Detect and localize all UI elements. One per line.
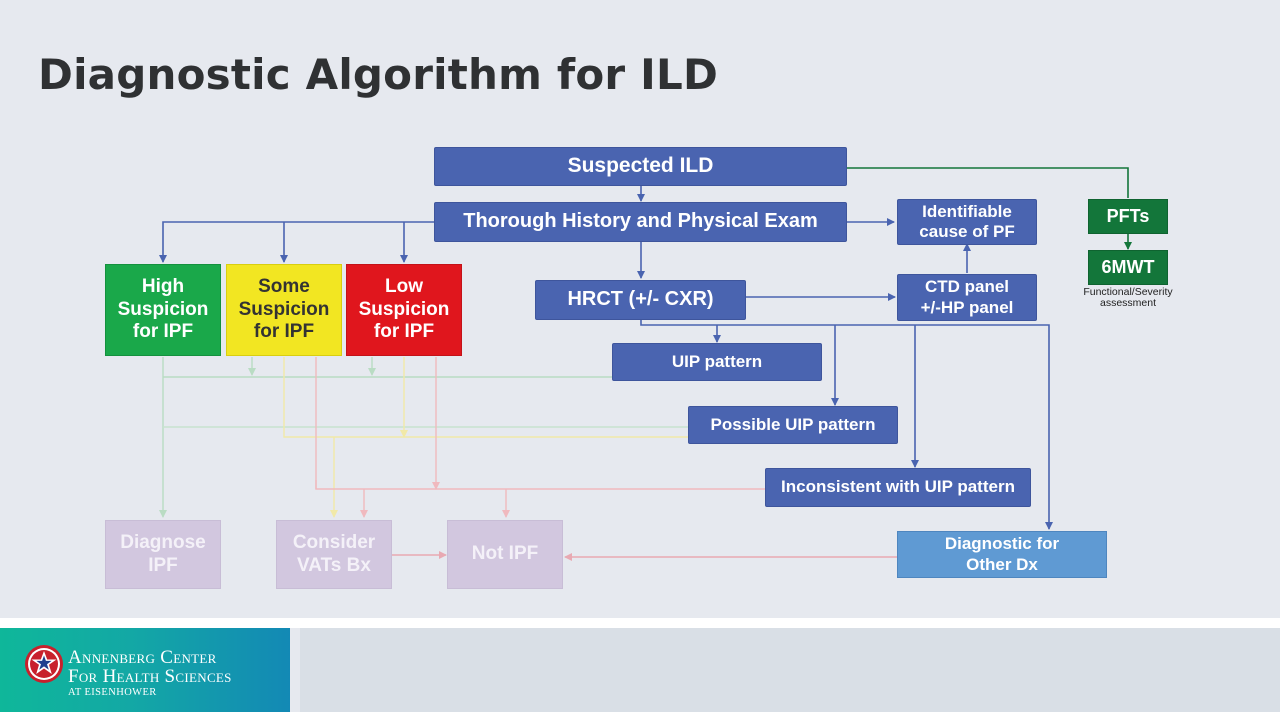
consider-vats-line1: Consider — [292, 532, 376, 554]
node-history-exam: Thorough History and Physical Exam — [434, 202, 847, 242]
node-hrct-label: HRCT (+/- CXR) — [567, 288, 714, 311]
diagnose-ipf-line1: Diagnose — [120, 532, 206, 554]
low-suspicion-line1: Low — [384, 276, 423, 298]
node-suspected-ild-label: Suspected ILD — [567, 154, 714, 178]
node-suspected-ild: Suspected ILD — [434, 147, 847, 186]
logo-text: Annenberg Center For Health Sciences at … — [68, 648, 232, 699]
high-suspicion-line1: High — [141, 276, 185, 298]
ctd-panel-line2: +/-HP panel — [920, 297, 1014, 317]
functional-note-line1: Functional/Severity — [1083, 286, 1173, 298]
node-inconsistent-uip: Inconsistent with UIP pattern — [765, 468, 1031, 507]
ctd-panel-line1: CTD panel — [924, 277, 1010, 297]
node-ctd-panel: CTD panel+/-HP panel — [897, 274, 1037, 321]
diagnostic-other-line2: Other Dx — [966, 554, 1038, 574]
slide-title: Diagnostic Algorithm for ILD — [38, 50, 719, 99]
functional-note-line2: assessment — [1099, 297, 1157, 309]
bottom-strip — [0, 712, 1280, 720]
logo-panel: Annenberg Center For Health Sciences at … — [0, 628, 290, 712]
consider-vats-line2: VATs Bx — [297, 554, 371, 576]
node-history-exam-label: Thorough History and Physical Exam — [463, 210, 818, 233]
high-suspicion-line3: for IPF — [132, 321, 194, 343]
some-suspicion-line2: Suspicion — [238, 298, 330, 320]
node-possible-uip: Possible UIP pattern — [688, 406, 898, 444]
identifiable-cause-line2: cause of PF — [919, 222, 1015, 241]
node-possible-uip-label: Possible UIP pattern — [710, 414, 876, 434]
diagnostic-other-line1: Diagnostic for — [944, 534, 1060, 554]
node-uip-pattern-label: UIP pattern — [671, 351, 763, 371]
node-pfts: PFTs — [1088, 199, 1168, 234]
node-6mwt: 6MWT — [1088, 250, 1168, 285]
slide: Diagnostic Algorithm for ILD — [38, 50, 1186, 589]
low-suspicion-line3: for IPF — [373, 321, 435, 343]
node-pfts-label: PFTs — [1106, 205, 1150, 226]
node-hrct: HRCT (+/- CXR) — [535, 280, 746, 320]
logo-line3: at Eisenhower — [68, 687, 157, 698]
node-uip-pattern: UIP pattern — [612, 343, 822, 381]
node-6mwt-label: 6MWT — [1101, 256, 1155, 277]
logo-line2: For Health Sciences — [68, 666, 232, 687]
star-of-life-icon — [25, 645, 63, 683]
some-suspicion-line1: Some — [258, 276, 310, 298]
high-suspicion-line2: Suspicion — [117, 298, 209, 320]
footer-separator — [0, 618, 1280, 628]
identifiable-cause-line1: Identifiable — [922, 201, 1012, 221]
node-inconsistent-uip-label: Inconsistent with UIP pattern — [781, 477, 1015, 497]
footer-bar — [300, 628, 1280, 712]
some-suspicion-line3: for IPF — [253, 321, 315, 343]
diagnose-ipf-line2: IPF — [148, 554, 178, 576]
node-not-ipf: Not IPF — [447, 520, 563, 589]
low-suspicion-line2: Suspicion — [358, 298, 450, 320]
connector-lines — [159, 167, 1132, 561]
node-not-ipf-label: Not IPF — [471, 543, 539, 565]
logo-line1: Annenberg Center — [68, 647, 217, 668]
